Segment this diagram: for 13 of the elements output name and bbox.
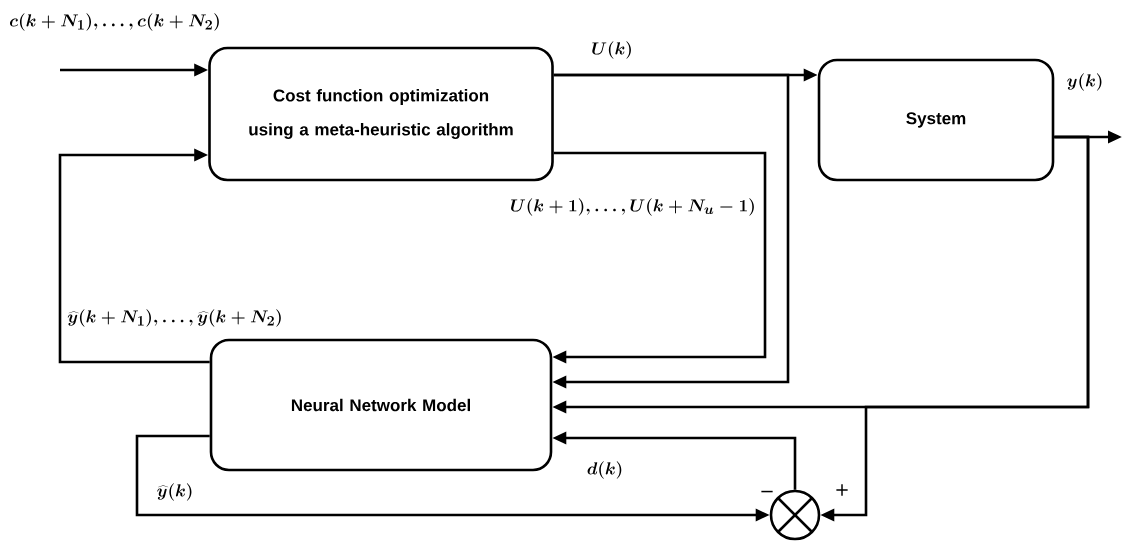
- edge-label: $U(k)$: [590, 40, 634, 60]
- process-box: Cost function optimization using a meta-heuristic algorithm: [208, 46, 554, 182]
- sign-label: +: [836, 484, 848, 496]
- process-box: System: [817, 58, 1055, 182]
- edge-label: $y(k)$: [1065, 72, 1105, 92]
- sign-label: −: [761, 490, 773, 493]
- model-box: Neural Network Model: [209, 338, 553, 472]
- edge-label: $\widehat{y}(k)$: [155, 482, 195, 502]
- arrow: [58, 148, 210, 364]
- edge-label: $d(k)$: [585, 460, 625, 480]
- edge-label: $\widehat{y}(k+N_1),\ldots,\widehat{y}(k+N_2)$: [66, 308, 284, 328]
- edge-label: $c(k+N_1),\ldots,c(k+N_2)$: [8, 12, 222, 32]
- edge-label: $U(k+1),\ldots,U(k+N_u-1)$: [508, 197, 757, 217]
